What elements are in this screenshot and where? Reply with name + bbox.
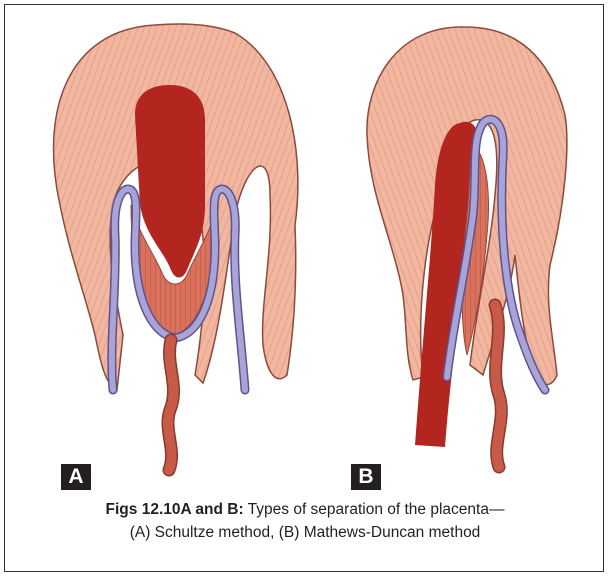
figure-frame: A B Figs 12.10A and B: Types of separati… [4, 4, 604, 572]
caption-figure-number: Figs 12.10A and B: [106, 501, 244, 518]
caption-title: Types of separation of the placenta— [244, 501, 505, 518]
umbilical-cord-a [168, 340, 174, 470]
figure-caption: Figs 12.10A and B: Types of separation o… [5, 498, 605, 544]
caption-line-1: Figs 12.10A and B: Types of separation o… [5, 498, 605, 521]
mathews-duncan-diagram [367, 27, 567, 467]
schultze-diagram [54, 24, 298, 470]
caption-line-2: (A) Schultze method, (B) Mathews-Duncan … [5, 521, 605, 544]
panel-label-a: A [61, 464, 91, 490]
panel-label-b: B [351, 464, 381, 490]
umbilical-cord-b [495, 305, 501, 467]
placenta-illustration [5, 5, 605, 573]
